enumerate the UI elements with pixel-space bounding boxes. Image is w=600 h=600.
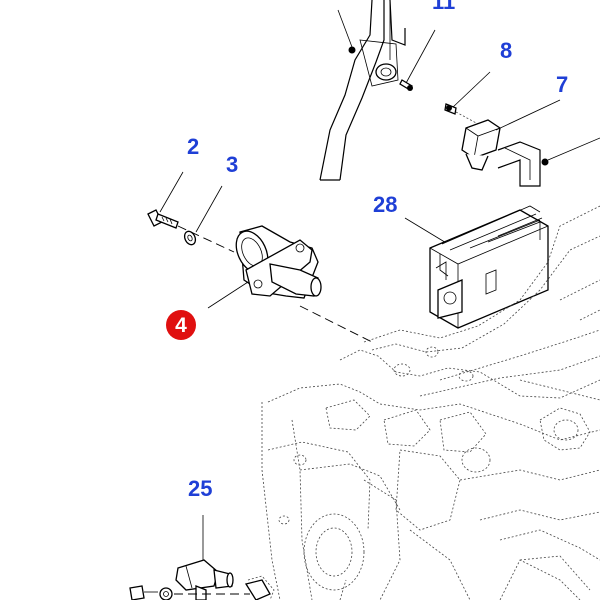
callout-28[interactable]: 28	[373, 192, 398, 217]
part-4-sensor	[207, 225, 373, 343]
part-7-bracket	[444, 71, 600, 187]
callout-25[interactable]: 25	[188, 476, 213, 501]
callout-7[interactable]: 7	[556, 72, 569, 97]
callout-2[interactable]: 2	[187, 134, 200, 159]
transmission-housing	[247, 205, 600, 600]
callout-3[interactable]: 3	[226, 152, 239, 177]
callout-8[interactable]: 8	[500, 38, 513, 63]
part-25-sensor	[129, 515, 271, 600]
callout-11[interactable]: 11	[432, 0, 456, 14]
callout-4-highlighted[interactable]: 4	[166, 310, 196, 340]
part-2-screw	[147, 171, 235, 253]
part-28-module	[404, 205, 549, 329]
lever-bracket	[319, 0, 436, 181]
part-3-washer	[183, 185, 223, 246]
